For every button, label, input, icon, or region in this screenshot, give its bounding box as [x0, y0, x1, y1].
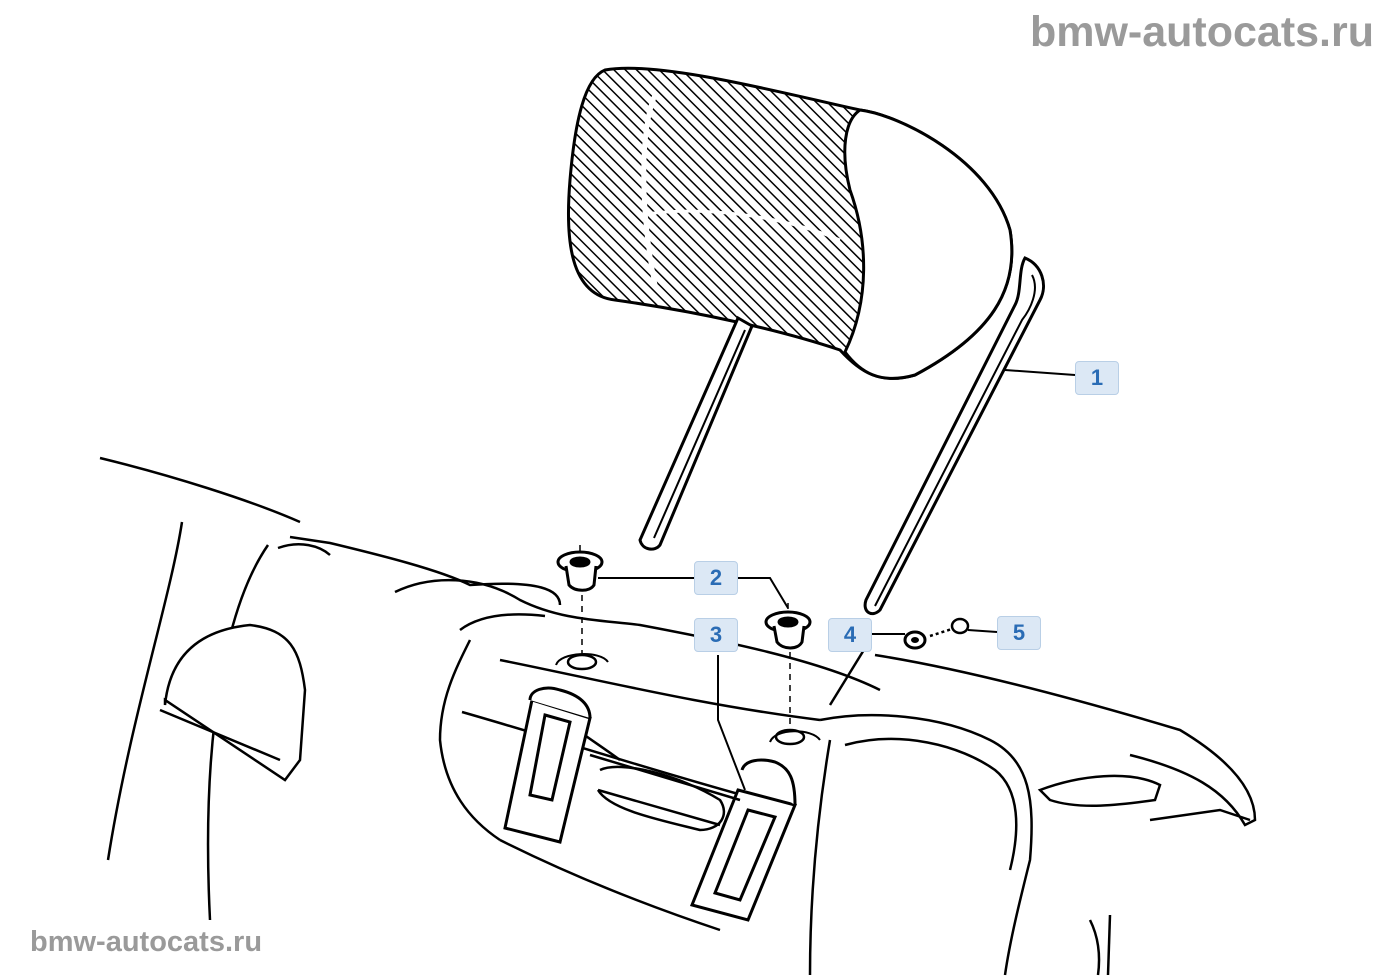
seat-backrest — [99, 456, 1257, 976]
callout-2[interactable]: 2 — [694, 561, 738, 595]
mounting-hole-left — [566, 653, 598, 671]
watermark-bottom: bmw-autocats.ru — [30, 926, 263, 958]
callout-4[interactable]: 4 — [828, 618, 872, 652]
callout-5[interactable]: 5 — [997, 616, 1041, 650]
washer — [903, 630, 927, 650]
watermark-top: bmw-autocats.ru — [1029, 8, 1374, 56]
headrest-contour — [641, 94, 658, 286]
callout-1[interactable]: 1 — [1075, 361, 1119, 395]
screw — [929, 617, 970, 638]
guide-holder-right — [689, 758, 798, 922]
sleeve-left — [556, 550, 604, 592]
guide-holder-left — [503, 686, 592, 844]
headrest-side-face — [843, 108, 1014, 380]
callout-3[interactable]: 3 — [694, 618, 738, 652]
leader-lines — [598, 369, 1076, 791]
headrest — [567, 66, 1045, 616]
sleeve-right — [764, 610, 812, 650]
headrest-rod-right — [863, 256, 1045, 616]
